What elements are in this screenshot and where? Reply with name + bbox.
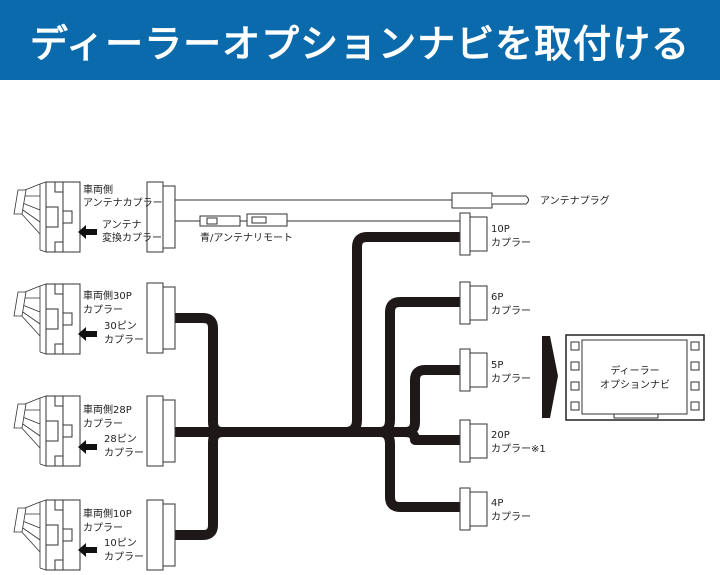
- page-title: ディーラーオプションナビを取付ける: [29, 21, 691, 66]
- vehicle-connector-label: アンテナカプラー: [83, 197, 163, 209]
- harness-connector-label: アンテナ: [102, 219, 142, 231]
- navi-connector-20p: 20P カプラー※1: [459, 419, 546, 463]
- remote-wire-connectors: [199, 213, 288, 227]
- remote-wire-label: 青/アンテナリモート: [200, 231, 293, 244]
- svg-text:カプラー: カプラー: [491, 305, 531, 317]
- harness-connector-label: 28ピン: [104, 433, 137, 445]
- connector-group-28p: 車両側28P カプラー 28ピン カプラー: [13, 395, 176, 467]
- navi-connector-6p: 6P カプラー: [459, 281, 531, 325]
- arrow-left-icon: [78, 543, 97, 557]
- svg-text:4P: 4P: [491, 498, 503, 509]
- svg-text:10P: 10P: [491, 224, 510, 235]
- harness-connector-label: 変換カプラー: [102, 231, 162, 244]
- svg-text:5P: 5P: [491, 360, 503, 371]
- arrow-left-icon: [78, 225, 97, 239]
- vehicle-connector-label: 車両側10P: [83, 507, 132, 520]
- antenna-plug-label: アンテナプラグ: [540, 194, 610, 207]
- harness-cables: [175, 232, 460, 540]
- svg-text:カプラー: カプラー: [491, 237, 531, 249]
- harness-connector-label: カプラー: [104, 447, 144, 459]
- title-banner: ディーラーオプションナビを取付ける: [0, 0, 720, 80]
- harness-connector-label: カプラー: [104, 551, 144, 563]
- navi-connector-5p: 5P カプラー: [459, 348, 531, 392]
- harness-connector-label: 10ピン: [104, 537, 137, 549]
- vehicle-connector-label: 車両側: [83, 183, 113, 196]
- svg-text:20P: 20P: [491, 430, 510, 441]
- svg-text:6P: 6P: [491, 292, 503, 303]
- vehicle-connector-label: カプラー: [83, 522, 123, 534]
- vehicle-connector-label: カプラー: [83, 418, 123, 430]
- svg-text:カプラー: カプラー: [491, 373, 531, 385]
- connector-group-antenna: 車両側 アンテナカプラー アンテナ 変換カプラー: [13, 181, 176, 253]
- harness-connector-label: 30ピン: [104, 320, 137, 332]
- navi-unit: ディーラー オプションナビ: [565, 334, 705, 421]
- svg-text:カプラー: カプラー: [491, 511, 531, 523]
- svg-text:カプラー※1: カプラー※1: [491, 443, 546, 455]
- navi-label: オプションナビ: [600, 379, 670, 391]
- arrow-left-icon: [78, 327, 97, 341]
- arrow-left-icon: [78, 440, 97, 454]
- arrow-right-icon: [542, 336, 558, 418]
- antenna-plug: [451, 192, 529, 209]
- navi-connector-10p: 10P カプラー: [459, 212, 531, 256]
- vehicle-connector-label: 車両側28P: [83, 403, 132, 416]
- harness-connector-label: カプラー: [104, 334, 144, 346]
- vehicle-connector-label: カプラー: [83, 304, 123, 316]
- navi-connector-4p: 4P カプラー: [459, 487, 531, 531]
- navi-label: ディーラー: [610, 364, 659, 377]
- vehicle-connector-label: 車両側30P: [83, 289, 132, 302]
- connector-group-30p: 車両側30P カプラー 30ピン カプラー: [13, 282, 176, 355]
- connector-group-10p: 車両側10P カプラー 10ピン カプラー: [13, 499, 176, 571]
